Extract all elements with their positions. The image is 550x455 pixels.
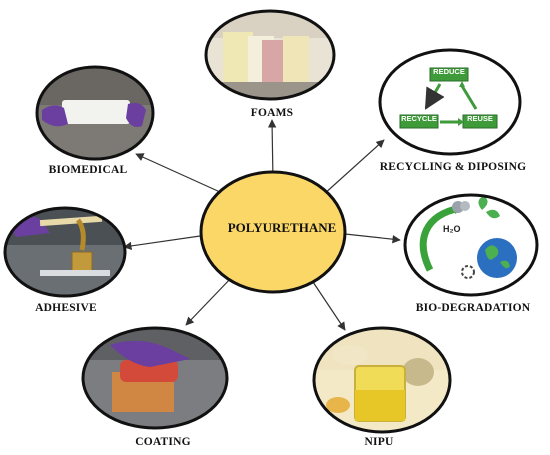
adhesive-image — [3, 206, 127, 298]
label-recycling: RECYCLING & DIPOSING — [379, 161, 527, 173]
arrow-to-biomedical — [135, 153, 221, 193]
arrow-to-recycling — [322, 139, 385, 196]
label-adhesive: ADHESIVE — [35, 302, 97, 314]
label-biomedical: BIOMEDICAL — [48, 164, 128, 176]
center-node — [199, 170, 347, 294]
gear-icon — [461, 265, 475, 279]
label-foams: FOAMS — [250, 107, 294, 119]
foams-image — [204, 9, 336, 101]
nipu-image — [312, 326, 452, 434]
recycling-image — [378, 48, 522, 156]
arrow-to-adhesive — [123, 235, 201, 251]
reduce-box — [429, 67, 469, 82]
label-nipu: NIPU — [364, 436, 394, 448]
svg-text:H₂O: H₂O — [443, 224, 461, 234]
center-label: POLYURETHANE — [227, 220, 337, 235]
recycle-recycle-label: RECYCLE — [401, 114, 437, 123]
recycle-reduce-label: REDUCE — [433, 67, 465, 76]
arrow-to-nipu — [312, 281, 346, 331]
recycle-reuse-label: REUSE — [467, 114, 493, 123]
coating-image — [81, 326, 229, 430]
arrow-to-bio-degradation — [344, 233, 401, 244]
connector-arrows — [123, 119, 401, 331]
arrow-to-coating — [185, 275, 234, 326]
biomedical-image — [35, 65, 155, 161]
recycle-box — [399, 114, 439, 129]
label-coating: COATING — [135, 436, 191, 448]
label-bio-degradation: BIO-DEGRADATION — [415, 302, 531, 314]
bio-degradation-image: H₂O — [403, 193, 539, 297]
